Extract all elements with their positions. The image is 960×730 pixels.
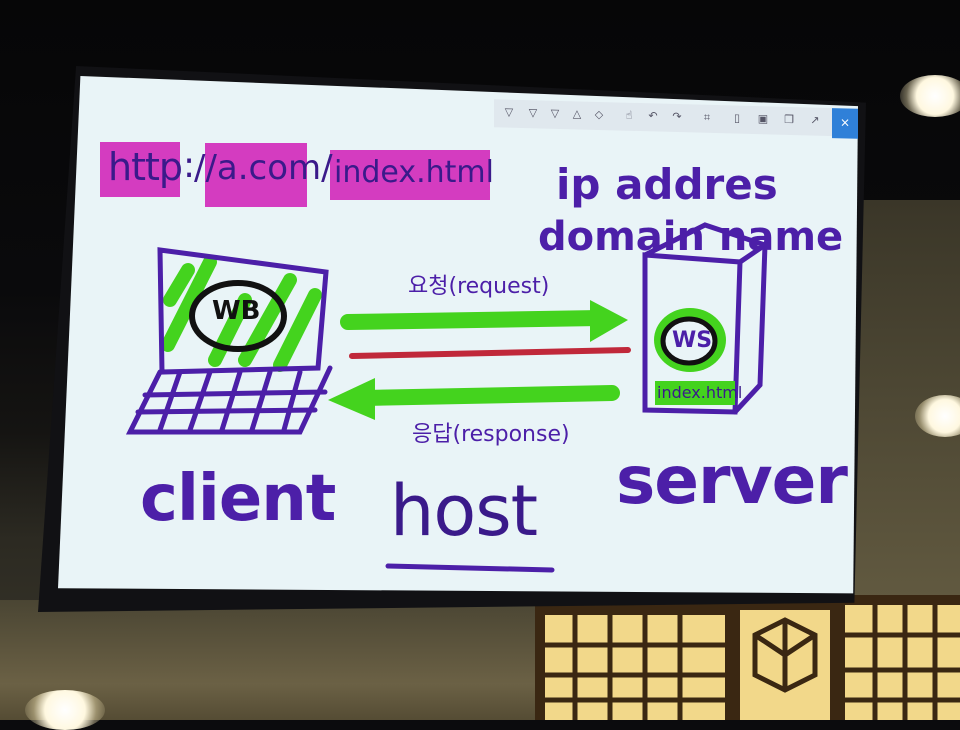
divider-line: [349, 347, 631, 359]
ceiling-light: [915, 395, 960, 437]
browser-label: WB: [212, 296, 261, 326]
file-label: index.html: [657, 383, 743, 402]
url-separator: :: [183, 145, 196, 186]
ceiling-light: [900, 75, 960, 117]
url-scheme: http: [108, 145, 183, 189]
response-arrow: [328, 378, 620, 420]
host-label: host: [390, 470, 538, 552]
lattice-lamp: [535, 595, 960, 720]
server-label: server: [616, 442, 848, 519]
request-arrow: [340, 300, 628, 342]
webserver-label: WS: [672, 328, 713, 353]
request-label: 요청(request): [408, 274, 550, 299]
host-underline: [385, 563, 555, 573]
browser-circle: [189, 280, 287, 352]
url-host: //a.com/: [194, 148, 333, 188]
file-highlight: [655, 381, 735, 405]
url-path-highlight: [330, 150, 490, 200]
domain-name-label: domain name: [538, 214, 844, 260]
response-label: 응답(response): [412, 422, 570, 447]
url-scheme-highlight: [100, 142, 180, 197]
webserver-circle: [660, 316, 718, 366]
client-label: client: [140, 462, 336, 536]
ip-address-label: ip addres: [556, 160, 778, 209]
server-icon: [642, 222, 771, 415]
lattice-pattern: [545, 605, 960, 720]
url-host-highlight: [205, 143, 307, 207]
url-path: index.html: [334, 155, 494, 190]
laptop-icon: [125, 247, 333, 435]
